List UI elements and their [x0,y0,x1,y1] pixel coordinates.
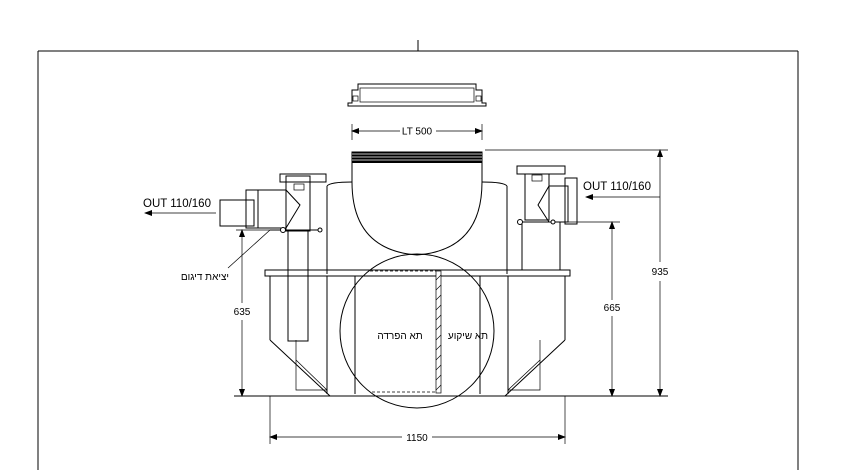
dimension-sample-height: 635 [234,229,280,397]
sample-outlet-leader: יציאת דיגום [181,229,271,283]
total-height-value: 935 [652,267,669,278]
sample-height-value: 635 [234,307,251,318]
cover-dimension: LT 500 [351,124,483,140]
outlet-height-value: 665 [604,303,621,314]
dimension-outlet-height: 665 [604,221,621,397]
right-outlet-arrow: OUT 110/160 [583,181,660,200]
tank-body [234,151,668,409]
separation-baffle [435,270,442,394]
left-outlet-arrow: OUT 110/160 [143,198,216,216]
manhole-cover [347,83,487,107]
width-value: 1150 [406,433,428,444]
dimension-total-height: 935 [485,149,669,397]
settling-chamber-label: תא שיקוע [448,331,488,342]
dimension-width: 1150 [269,396,566,444]
drawing-frame [37,40,799,470]
right-outlet-label: OUT 110/160 [583,181,651,193]
neck-threads [352,152,482,163]
left-outlet-label: OUT 110/160 [143,198,211,210]
separation-chamber-label: תא הפרדה [377,331,422,342]
cover-label: LT 500 [402,127,433,138]
sample-outlet-label: יציאת דיגום [181,272,229,283]
